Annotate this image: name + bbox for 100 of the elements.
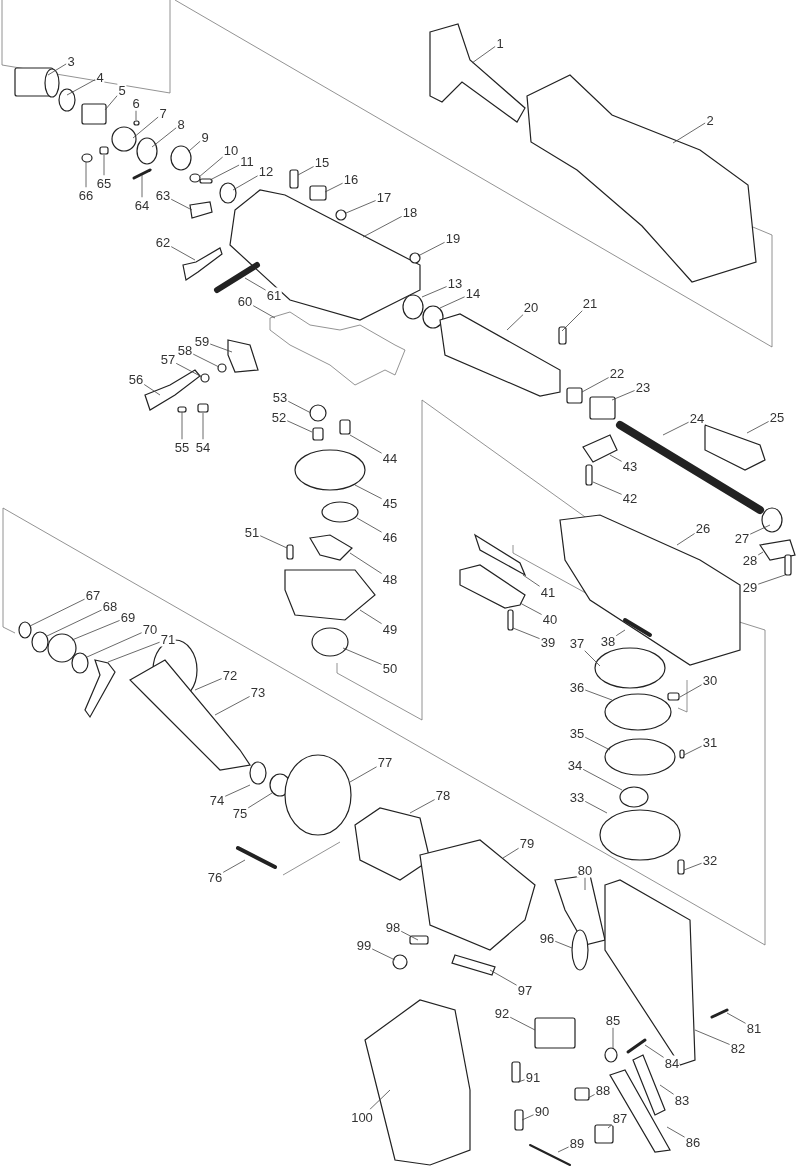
leader-line	[611, 390, 636, 401]
leader-line	[612, 1027, 614, 1049]
leader-line	[345, 200, 377, 214]
leader-line	[103, 154, 105, 176]
leader-line	[417, 241, 446, 257]
leader-line	[181, 411, 183, 440]
leader-line	[471, 45, 496, 64]
leader-line	[757, 551, 764, 556]
leader-line	[694, 1029, 731, 1045]
leader-line	[86, 632, 143, 658]
leader-line	[297, 166, 315, 176]
leader-line	[247, 792, 273, 809]
leader-line	[439, 296, 466, 309]
leader-line	[584, 689, 613, 701]
leader-line	[592, 481, 623, 495]
leader-line	[46, 609, 103, 637]
leader-line	[356, 517, 383, 533]
leader-line	[188, 140, 201, 152]
leader-line	[509, 1016, 536, 1031]
leader-line	[489, 969, 518, 986]
leader-line	[666, 1126, 686, 1138]
leader-line	[47, 63, 67, 76]
leader-line	[66, 79, 96, 96]
leader-line	[170, 198, 193, 211]
leader-line	[400, 930, 419, 941]
leader-line	[757, 574, 786, 585]
leader-line	[679, 684, 703, 698]
leader-line	[561, 310, 583, 332]
leader-line	[512, 627, 541, 640]
leader-line	[584, 736, 611, 751]
leader-line	[324, 182, 344, 193]
leader-line	[582, 769, 623, 791]
leader-line	[85, 161, 87, 188]
leader-line	[683, 745, 703, 756]
leader-line	[143, 384, 161, 396]
leader-line	[107, 641, 161, 663]
leader-line	[209, 343, 233, 353]
leader-line	[349, 552, 383, 575]
leader-line	[141, 174, 143, 198]
leader-line	[286, 420, 313, 433]
leader-line	[175, 362, 203, 378]
leader-line	[202, 412, 204, 440]
leader-line	[222, 859, 246, 873]
leader-line	[521, 1114, 535, 1121]
leader-line	[29, 598, 86, 627]
leader-line	[104, 95, 118, 111]
leader-line	[749, 524, 771, 535]
callout-number: 61	[265, 287, 283, 303]
leader-line	[659, 1084, 675, 1095]
leader-line	[349, 434, 383, 454]
leader-line	[609, 454, 623, 462]
leader-line	[214, 696, 251, 716]
leader-line	[170, 246, 196, 261]
leader-line	[369, 1089, 391, 1110]
leader-line	[259, 535, 288, 549]
leader-line	[342, 647, 383, 665]
leader-line	[554, 940, 573, 949]
callout-number: 100	[350, 1109, 374, 1125]
leader-line	[726, 1012, 747, 1024]
leader-line	[209, 164, 240, 181]
leader-line	[587, 1094, 596, 1099]
callout-number: 84	[663, 1055, 681, 1071]
leader-line	[252, 305, 276, 319]
leader-line	[244, 277, 267, 291]
leader-line	[506, 314, 524, 331]
leader-line	[354, 484, 383, 500]
leader-line	[672, 122, 706, 144]
leader-line	[409, 799, 436, 814]
leader-line	[584, 650, 601, 667]
leader-line	[192, 353, 220, 368]
leader-line	[581, 377, 610, 393]
leader-line	[644, 1044, 665, 1058]
leader-line	[584, 801, 608, 814]
leader-line	[683, 862, 703, 871]
leader-line	[194, 678, 223, 691]
leader-line	[615, 629, 626, 637]
leader-line	[362, 216, 403, 238]
leader-line	[349, 766, 378, 783]
leader-line	[198, 156, 224, 178]
leader-line	[224, 784, 251, 797]
leader-line	[151, 127, 177, 148]
leader-line	[135, 110, 137, 121]
leader-line	[607, 1124, 613, 1129]
leader-line	[662, 421, 690, 436]
leader-line	[232, 175, 259, 191]
leader-line	[517, 1079, 526, 1083]
leader-line	[676, 533, 696, 546]
leader-line	[132, 116, 159, 139]
leader-line	[584, 877, 586, 891]
leader-line	[746, 421, 770, 434]
leader-line	[502, 847, 520, 859]
leader-line	[71, 620, 121, 641]
leader-line	[421, 286, 448, 298]
leader-line	[371, 948, 396, 961]
leader-line	[522, 574, 541, 587]
leader-line	[287, 400, 312, 414]
leader-line	[359, 609, 383, 625]
callout-number: 5	[117, 82, 127, 98]
leader-line	[519, 602, 543, 615]
leader-line	[557, 1146, 570, 1153]
